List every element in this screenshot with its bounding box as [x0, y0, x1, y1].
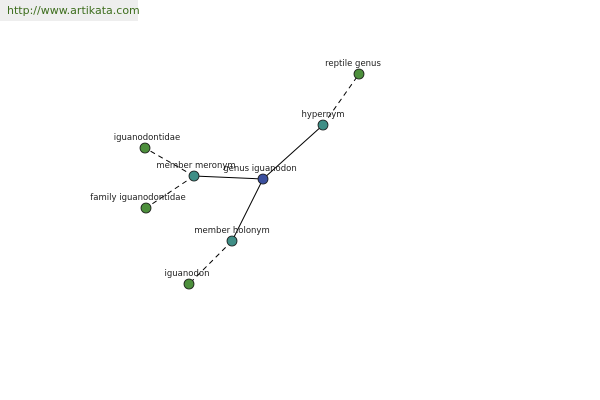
node-hypernym[interactable] — [317, 119, 329, 131]
label-family-iguanodontidae[interactable]: family iguanodontidae — [90, 193, 185, 203]
label-iguanodon[interactable]: iguanodon — [165, 269, 210, 279]
edge-member-meronym — [193, 175, 264, 180]
node-iguanodon[interactable] — [183, 278, 195, 290]
label-iguanodontidae[interactable]: iguanodontidae — [114, 133, 180, 143]
edge-iguanodon — [188, 240, 233, 285]
label-hypernym[interactable]: hypernym — [301, 110, 344, 120]
edge-hypernym — [262, 124, 324, 180]
node-member-holonym[interactable] — [226, 235, 238, 247]
source-link[interactable]: http://www.artikata.com — [7, 4, 140, 17]
label-member-meronym[interactable]: member meronym — [156, 161, 235, 171]
graph-nodes — [139, 68, 365, 290]
edge-iguanodontidae — [144, 147, 195, 177]
graph-edges — [144, 73, 360, 285]
edge-member-holonym — [231, 178, 264, 242]
label-reptile-genus[interactable]: reptile genus — [325, 59, 381, 69]
node-reptile-genus[interactable] — [353, 68, 365, 80]
graph-labels: reptile genus iguanodontidae family iguano… — [90, 59, 381, 279]
node-family-iguanodontidae[interactable] — [140, 202, 152, 214]
edge-reptile-genus — [322, 73, 360, 126]
label-genus-iguanodon[interactable]: genus iguanodon — [223, 164, 296, 174]
node-genus-iguanodon[interactable] — [257, 173, 269, 185]
source-link-bar: http://www.artikata.com — [0, 0, 140, 21]
node-member-meronym[interactable] — [188, 170, 200, 182]
label-member-holonym[interactable]: member holonym — [194, 226, 269, 236]
node-iguanodontidae[interactable] — [139, 142, 151, 154]
edge-family-iguanodontidae — [145, 175, 195, 209]
